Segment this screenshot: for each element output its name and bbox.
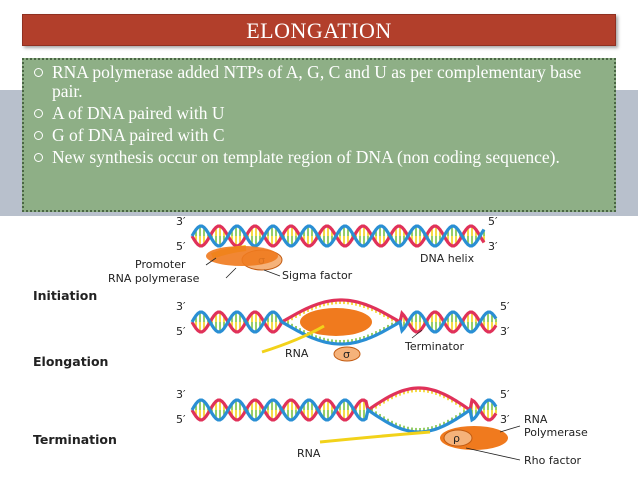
rna-polymerase-pointer-2 xyxy=(499,425,521,433)
rna-polymerase-label-line1: RNA xyxy=(524,413,548,426)
rna-transcript-elongation xyxy=(261,324,325,354)
terminator-pointer xyxy=(411,329,423,339)
dna-strand-blue xyxy=(190,310,498,346)
bullet-circle-icon xyxy=(34,131,43,140)
stage-label-termination: Termination xyxy=(33,432,117,447)
stage-label-elongation: Elongation xyxy=(33,354,109,369)
termination-group: RNA ρ RNA Polymerase Rho factor xyxy=(297,413,588,467)
bullet-content-box: RNA polymerase added NTPs of A, G, C and… xyxy=(22,58,616,212)
strand-end-3-elongation-left: 3′ xyxy=(176,300,186,313)
dna-strand-red xyxy=(190,224,486,248)
bullet-circle-icon xyxy=(34,109,43,118)
bullet-item: G of DNA paired with C xyxy=(32,126,606,145)
rna-polymerase-label-line2: Polymerase xyxy=(524,426,588,439)
bullet-text: RNA polymerase added NTPs of A, G, C and… xyxy=(52,62,582,101)
strand-end-5-termination-right: 5′ xyxy=(500,388,510,401)
sigma-factor-pointer xyxy=(263,269,281,277)
bullet-item: New synthesis occur on template region o… xyxy=(32,148,606,167)
strand-end-3-termination-left: 3′ xyxy=(176,388,186,401)
rna-label-elongation: RNA xyxy=(285,347,309,360)
rna-polymerase-initiation xyxy=(206,246,278,266)
strand-end-5-initiation-left: 5′ xyxy=(176,240,186,253)
promoter-pointer xyxy=(205,257,217,266)
strand-end-labels: 3′ 5′ 5′ 3′ 3′ 5′ 5′ 3′ 3′ 5′ 5′ 3′ xyxy=(176,215,510,426)
strand-end-5-elongation-left: 5′ xyxy=(176,325,186,338)
rho-factor-label: Rho factor xyxy=(524,454,582,467)
bullet-circle-icon xyxy=(34,153,43,162)
slide-title: ELONGATION xyxy=(22,14,616,46)
strand-end-3-initiation-left: 3′ xyxy=(176,215,186,228)
strand-end-5-elongation-right: 5′ xyxy=(500,300,510,313)
stage-label-initiation: Initiation xyxy=(33,288,98,303)
strand-end-5-termination-left: 5′ xyxy=(176,413,186,426)
bullet-list: RNA polymerase added NTPs of A, G, C and… xyxy=(32,63,606,167)
dna-helices xyxy=(190,224,498,434)
elongation-group: RNA σ Terminator xyxy=(261,308,464,362)
strand-end-3-initiation-right: 3′ xyxy=(488,240,498,253)
sigma-symbol-2: σ xyxy=(343,348,350,361)
bullet-item: A of DNA paired with U xyxy=(32,104,606,123)
rho-symbol: ρ xyxy=(453,432,460,445)
transcription-diagram-svg: σ Promoter RNA polymerase Sigma factor D… xyxy=(108,215,588,467)
bullet-circle-icon xyxy=(34,68,43,77)
bullet-text: A of DNA paired with U xyxy=(52,103,225,123)
transcription-diagram: σ Promoter RNA polymerase Sigma factor D… xyxy=(0,210,638,478)
dna-strand-red xyxy=(190,298,498,334)
dna-strand-red xyxy=(190,386,498,422)
rna-transcript-termination xyxy=(319,430,431,444)
rna-polymerase-label: RNA polymerase xyxy=(108,272,200,285)
strand-end-5-initiation-right: 5′ xyxy=(488,215,498,228)
initiation-group: σ Promoter RNA polymerase Sigma factor D… xyxy=(108,245,475,285)
promoter-label: Promoter xyxy=(135,258,186,271)
rho-factor-pointer xyxy=(465,447,521,461)
rna-label-termination: RNA xyxy=(297,447,321,460)
strand-end-3-elongation-right: 3′ xyxy=(500,325,510,338)
dna-strand-blue xyxy=(190,398,498,434)
rna-polymerase-pointer xyxy=(225,267,237,279)
sigma-factor-label: Sigma factor xyxy=(282,269,353,282)
bullet-text: New synthesis occur on template region o… xyxy=(52,147,560,167)
dna-helix-initiation xyxy=(190,224,486,248)
dna-helix-termination xyxy=(190,386,498,434)
bullet-text: G of DNA paired with C xyxy=(52,125,225,145)
dna-helix-elongation xyxy=(190,298,498,346)
dna-helix-label: DNA helix xyxy=(420,252,475,265)
released-sigma-factor xyxy=(333,346,361,362)
terminator-label: Terminator xyxy=(404,340,464,353)
rho-factor-shape xyxy=(443,429,473,447)
dna-strand-blue xyxy=(190,224,486,248)
bullet-item: RNA polymerase added NTPs of A, G, C and… xyxy=(32,63,606,101)
strand-end-3-termination-right: 3′ xyxy=(500,413,510,426)
